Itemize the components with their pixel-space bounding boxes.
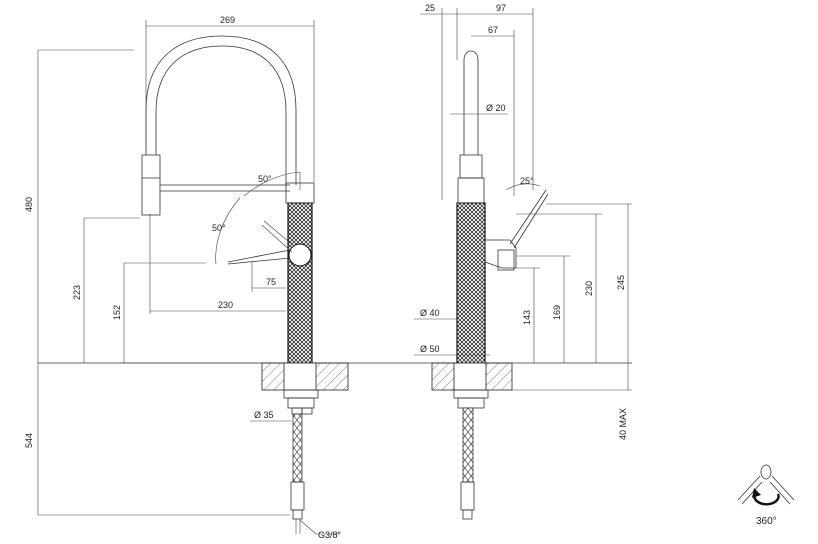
dim-143: 143 — [522, 310, 532, 325]
rotation-label: 360° — [756, 516, 777, 527]
dim-67: 67 — [488, 25, 498, 35]
front-view — [141, 35, 349, 534]
rotation-360-icon: 360° — [737, 464, 795, 527]
front-hose — [292, 413, 303, 483]
dim-480: 480 — [24, 197, 34, 212]
angle-25: 25° — [520, 176, 534, 186]
thread-label: G3/8" — [318, 530, 341, 539]
front-spray-head — [141, 154, 161, 216]
dim-40max: 40 MAX — [618, 408, 628, 440]
dim-d35: Ø 35 — [254, 410, 274, 420]
dim-97: 97 — [496, 3, 506, 13]
front-angle-arcs — [215, 171, 301, 265]
dim-544: 544 — [24, 433, 34, 448]
dim-75: 75 — [266, 277, 276, 287]
front-spout — [141, 35, 297, 216]
dim-245: 245 — [616, 275, 626, 290]
side-dimensions: 25 97 67 Ø 20 25° Ø 40 Ø 50 143 169 230 — [414, 3, 632, 440]
angle-50-left: 50° — [212, 223, 226, 233]
dim-152: 152 — [112, 305, 122, 320]
dim-223: 223 — [72, 285, 82, 300]
dim-169: 169 — [552, 305, 562, 320]
angle-50-top: 50° — [258, 174, 272, 184]
side-view — [431, 50, 549, 520]
front-body — [285, 182, 315, 364]
dim-d20: Ø 20 — [486, 103, 506, 113]
front-pullout-hose — [160, 184, 290, 192]
front-lever — [227, 220, 295, 265]
side-spout — [463, 50, 479, 155]
dim-d50: Ø 50 — [420, 344, 440, 354]
side-lever — [484, 189, 549, 271]
front-dimensions: 269 480 223 152 75 230 50° 50° Ø 35 544 — [24, 15, 341, 540]
side-hose — [462, 407, 474, 483]
dim-230-front: 230 — [218, 300, 233, 310]
side-body — [456, 202, 486, 364]
front-fitting — [283, 389, 319, 415]
dim-269: 269 — [220, 15, 235, 25]
front-lever-pivot — [288, 243, 312, 267]
dim-25: 25 — [425, 3, 435, 13]
dim-d40: Ø 40 — [420, 308, 440, 318]
dim-230-side: 230 — [584, 281, 594, 296]
